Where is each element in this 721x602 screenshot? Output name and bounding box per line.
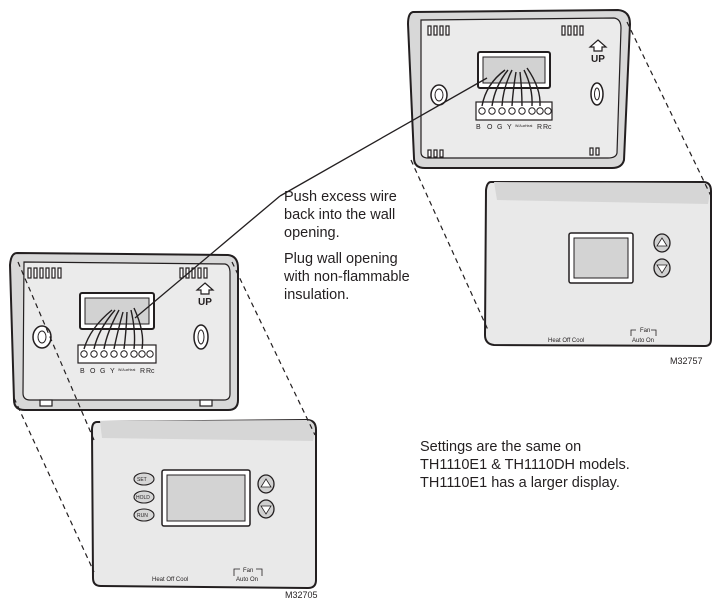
svg-text:R: R [140,368,145,375]
figure-code-left: M32705 [285,590,318,600]
model-note: Settings are the same on TH1110E1 & TH11… [420,438,630,492]
svg-text:R: R [537,124,542,131]
callout-text: Push excess wire back into the wall open… [284,188,410,304]
projection-lines-right [410,21,712,331]
svg-text:O: O [90,368,96,375]
callout-leaders [134,77,488,319]
thermostat-right: Heat Off Cool Fan Auto On [483,181,712,348]
svg-text:Y: Y [110,368,115,375]
svg-text:W/Aux: W/Aux [515,124,526,128]
svg-text:SET: SET [137,477,147,483]
svg-text:Fan: Fan [640,328,650,334]
svg-text:UP: UP [198,297,212,308]
svg-text:Auto On: Auto On [632,338,654,344]
model-note-line: Settings are the same on [420,439,582,455]
svg-text:Fan: Fan [243,568,253,574]
svg-text:RUN: RUN [137,513,148,519]
model-note-line: TH1110E1 has a larger display. [420,475,620,491]
callout-push-line: Push excess wire [284,189,397,205]
svg-text:Heat: Heat [525,124,532,128]
svg-text:B: B [80,368,85,375]
svg-text:Y: Y [507,124,512,131]
projection-lines-left [13,261,316,573]
svg-text:G: G [497,124,502,131]
wallplate-right: B O G Y W/Aux Heat R Rc UP [406,8,632,169]
figure-code-right: M32757 [670,356,703,366]
svg-text:Heat Off Cool: Heat Off Cool [152,577,188,583]
svg-text:UP: UP [591,54,605,65]
callout-plug-line: with non-flammable [284,269,410,285]
svg-text:W/Aux: W/Aux [118,368,129,372]
svg-text:B: B [476,124,481,131]
thermostat-left: SET HOLD RUN Heat Off Cool Fan Auto On [90,418,317,590]
wallplate-left: B O G Y W/Aux Heat R Rc UP [8,251,239,411]
svg-text:Rc: Rc [543,124,552,131]
callout-push-line: opening. [284,225,340,241]
svg-text:G: G [100,368,105,375]
callout-push-line: back into the wall [284,207,396,223]
svg-text:O: O [487,124,493,131]
callout-plug: Plug wall opening with non-flammable ins… [284,250,410,304]
svg-text:Heat: Heat [128,368,135,372]
model-note-line: TH1110E1 & TH1110DH models. [420,457,630,473]
svg-text:Auto On: Auto On [236,577,258,583]
svg-text:HOLD: HOLD [136,495,150,501]
svg-text:Heat Off Cool: Heat Off Cool [548,338,584,344]
callout-push: Push excess wire back into the wall open… [284,188,410,242]
callout-plug-line: Plug wall opening [284,251,398,267]
callout-plug-line: insulation. [284,287,350,303]
svg-text:Rc: Rc [146,368,155,375]
